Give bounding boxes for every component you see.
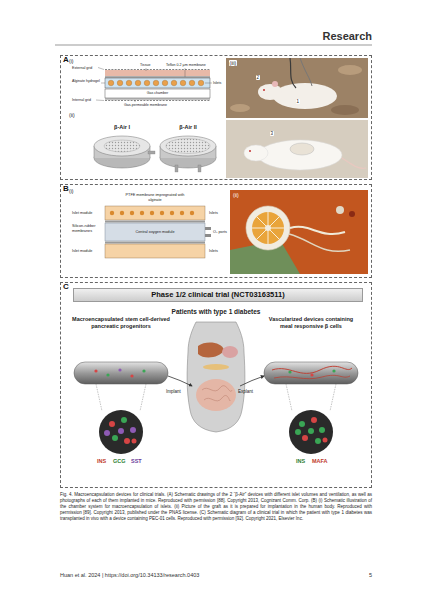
part-label: Gas-permeable membrane bbox=[124, 103, 167, 107]
part-label: Central oxygen module bbox=[135, 230, 174, 235]
vascularized-device bbox=[264, 362, 358, 384]
cell-marker: SST bbox=[131, 458, 142, 465]
implant-arrow bbox=[168, 376, 192, 386]
panel-letter: A bbox=[63, 56, 69, 65]
panel-sublabel: (ii) bbox=[69, 112, 75, 118]
graft-photo bbox=[230, 190, 368, 274]
panel-sublabel: (ii) bbox=[233, 192, 239, 198]
cell-cluster bbox=[289, 410, 333, 454]
part-label: Tissue bbox=[140, 63, 150, 67]
beta-air-i-device bbox=[94, 136, 155, 168]
part-label: Islet module bbox=[72, 211, 92, 216]
band-title: Phase 1/2 clinical trial (NCT03163511) bbox=[151, 291, 284, 299]
part-label: Islet module bbox=[72, 249, 92, 254]
page-number: 5 bbox=[369, 572, 372, 579]
cell-marker: INS bbox=[97, 458, 106, 465]
part-label: Internal grid bbox=[72, 98, 91, 102]
page-header: Research bbox=[322, 30, 372, 43]
callout-number: 2 bbox=[256, 75, 260, 80]
cell-marker: MAFA bbox=[312, 458, 328, 465]
figure-caption: Fig. 4. Macroencapsulation devices for c… bbox=[60, 492, 372, 522]
device-name: β-Air I bbox=[114, 124, 130, 131]
part-label: Alginate hydrogel bbox=[72, 79, 100, 83]
explant-arrow bbox=[240, 376, 264, 386]
panel-sublabel: (i) bbox=[69, 188, 73, 194]
group-heading: Patients with type 1 diabetes bbox=[172, 308, 261, 316]
patient-torso bbox=[187, 322, 245, 432]
part-label: O₂ ports bbox=[213, 230, 227, 235]
macroencapsulation-device bbox=[74, 362, 168, 384]
group-heading: Macroencapsulated stem cell-derived panc… bbox=[72, 316, 170, 329]
part-label: External grid bbox=[72, 66, 92, 70]
cell-marker: GCG bbox=[113, 458, 126, 465]
part-label: Silicon-rubber membranes bbox=[72, 224, 104, 233]
cell-cluster bbox=[99, 410, 143, 454]
chamber-system-schematic bbox=[105, 206, 211, 258]
panel-letter: C bbox=[63, 283, 69, 292]
arrow-label: Implant bbox=[166, 389, 181, 394]
panel-frame: A bbox=[60, 55, 372, 180]
beta-air-cross-section bbox=[96, 68, 212, 103]
zoom-lines bbox=[96, 384, 336, 411]
part-label: Gas chamber bbox=[147, 91, 169, 95]
part-label: Islets bbox=[209, 249, 218, 254]
header-rule bbox=[55, 45, 372, 46]
beta-air-ii-device bbox=[160, 136, 216, 172]
mouse-photo bbox=[226, 120, 368, 178]
footer-text: Huan et al. 2024 | https://doi.org/10.34… bbox=[60, 572, 199, 579]
group-heading: Vascularized devices containing meal res… bbox=[262, 316, 360, 329]
title-band: Phase 1/2 clinical trial (NCT03163511) bbox=[73, 288, 363, 302]
panel-sublabel: (iii) bbox=[229, 60, 237, 66]
callout-number: 1 bbox=[296, 99, 300, 104]
part-label: Teflon 0.2 µm membrane bbox=[166, 63, 206, 67]
arrow-label: Explant bbox=[238, 389, 253, 394]
part-label: PTFE membrane impregnated with alginate bbox=[125, 193, 185, 202]
panel-sublabel: (i) bbox=[69, 58, 73, 64]
part-label: Islets bbox=[213, 81, 221, 85]
callout-number: 3 bbox=[270, 131, 274, 136]
mouse-photo bbox=[226, 58, 368, 118]
device-name: β-Air II bbox=[179, 124, 196, 131]
cell-marker: INS bbox=[296, 458, 305, 465]
panel-letter: B bbox=[63, 185, 69, 194]
part-label: Islets bbox=[209, 211, 218, 216]
